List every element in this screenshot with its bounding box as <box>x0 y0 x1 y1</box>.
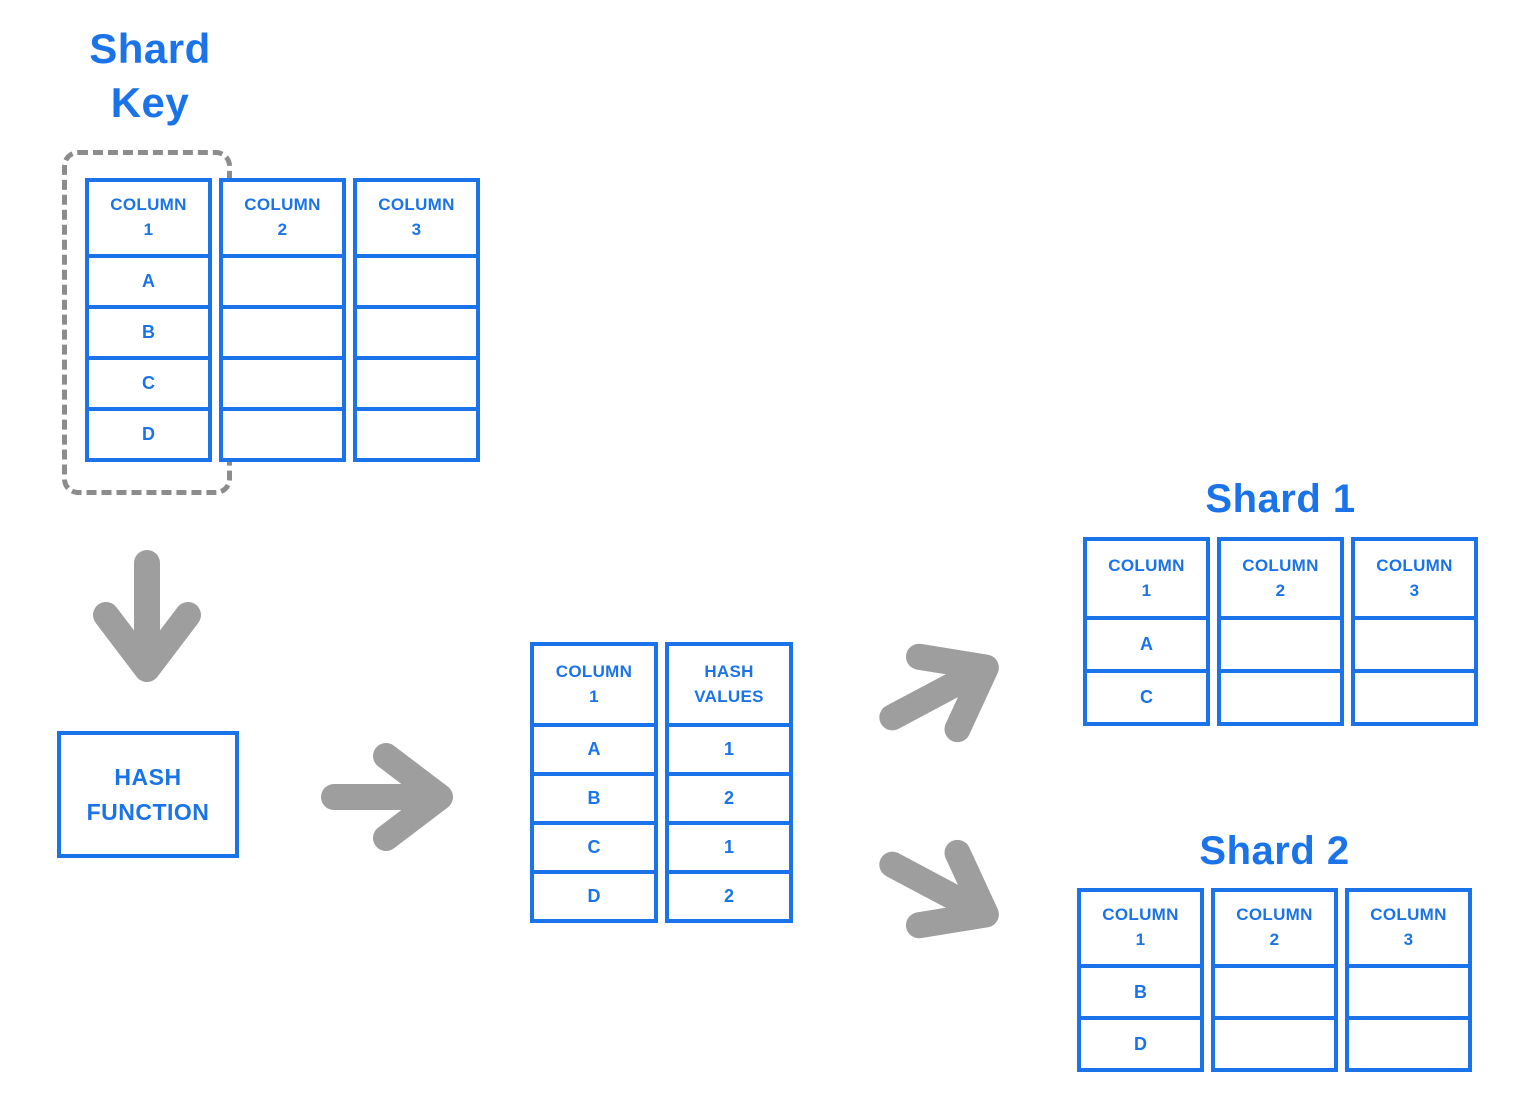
table-cell: B <box>85 305 212 360</box>
source-table-column-1: COLUMN 1 A B C D <box>85 178 212 462</box>
shard-key-title: Shard Key <box>40 22 260 130</box>
table-cell <box>1211 1016 1338 1072</box>
source-table-column-3: COLUMN 3 <box>353 178 480 462</box>
table-cell <box>1217 669 1344 726</box>
shard2-column-2: COLUMN 2 <box>1211 888 1338 1072</box>
table-cell: 1 <box>665 723 793 776</box>
table-cell <box>353 407 480 462</box>
hash-function-box: HASH FUNCTION <box>57 731 239 858</box>
table-cell: D <box>85 407 212 462</box>
hash-function-label-line2: FUNCTION <box>86 798 210 825</box>
table-cell <box>1351 616 1478 673</box>
table-cell <box>353 356 480 411</box>
table-cell: B <box>530 772 658 825</box>
table-header-cell: COLUMN 1 <box>1083 537 1210 620</box>
shard1-table: COLUMN 1 A C COLUMN 2 COLUMN 3 <box>1083 537 1478 726</box>
table-cell: C <box>530 821 658 874</box>
hash-function-label-line1: HASH <box>114 764 182 790</box>
table-cell: C <box>1083 669 1210 726</box>
table-cell <box>219 254 346 309</box>
shard1-column-2: COLUMN 2 <box>1217 537 1344 726</box>
shard-key-title-line2: Key <box>110 78 190 126</box>
shard2-column-1: COLUMN 1 B D <box>1077 888 1204 1072</box>
shard2-title: Shard 2 <box>1199 829 1350 873</box>
table-cell <box>1351 669 1478 726</box>
hash-table-column-values: HASH VALUES 1 2 1 2 <box>665 642 793 923</box>
table-header-cell: HASH VALUES <box>665 642 793 727</box>
table-cell <box>219 305 346 360</box>
table-cell <box>1345 964 1472 1020</box>
shard1-column-3: COLUMN 3 <box>1351 537 1478 726</box>
table-cell: B <box>1077 964 1204 1020</box>
hash-values-table: COLUMN 1 A B C D HASH VALUES 1 2 1 2 <box>530 642 793 923</box>
table-header-cell: COLUMN 2 <box>219 178 346 258</box>
table-header-cell: COLUMN 1 <box>530 642 658 727</box>
table-cell: A <box>1083 616 1210 673</box>
table-cell <box>353 305 480 360</box>
shard-key-title-line1: Shard <box>89 25 211 72</box>
table-cell <box>1345 1016 1472 1072</box>
arrow-to-shard2-icon <box>851 807 1028 973</box>
arrow-right-icon <box>318 740 458 854</box>
table-cell <box>353 254 480 309</box>
source-table-column-2: COLUMN 2 <box>219 178 346 462</box>
shard1-title: Shard 1 <box>1205 477 1356 521</box>
table-header-cell: COLUMN 2 <box>1217 537 1344 620</box>
table-cell: D <box>530 870 658 923</box>
shard2-column-3: COLUMN 3 <box>1345 888 1472 1072</box>
table-header-cell: COLUMN 3 <box>353 178 480 258</box>
shard1-column-1: COLUMN 1 A C <box>1083 537 1210 726</box>
table-cell <box>219 356 346 411</box>
table-cell <box>1211 964 1338 1020</box>
table-cell <box>219 407 346 462</box>
table-header-cell: COLUMN 1 <box>85 178 212 258</box>
table-cell: D <box>1077 1016 1204 1072</box>
table-header-cell: COLUMN 1 <box>1077 888 1204 968</box>
table-cell: C <box>85 356 212 411</box>
table-cell: 1 <box>665 821 793 874</box>
table-cell <box>1217 616 1344 673</box>
table-cell: 2 <box>665 772 793 825</box>
source-table: COLUMN 1 A B C D COLUMN 2 COLUMN 3 <box>85 178 480 462</box>
arrow-down-icon <box>90 547 204 687</box>
table-header-cell: COLUMN 3 <box>1351 537 1478 620</box>
table-cell: A <box>530 723 658 776</box>
arrow-to-shard1-icon <box>851 609 1028 775</box>
hash-table-column-1: COLUMN 1 A B C D <box>530 642 658 923</box>
table-header-cell: COLUMN 2 <box>1211 888 1338 968</box>
shard2-table: COLUMN 1 B D COLUMN 2 COLUMN 3 <box>1077 888 1472 1072</box>
table-cell: A <box>85 254 212 309</box>
table-header-cell: COLUMN 3 <box>1345 888 1472 968</box>
table-cell: 2 <box>665 870 793 923</box>
